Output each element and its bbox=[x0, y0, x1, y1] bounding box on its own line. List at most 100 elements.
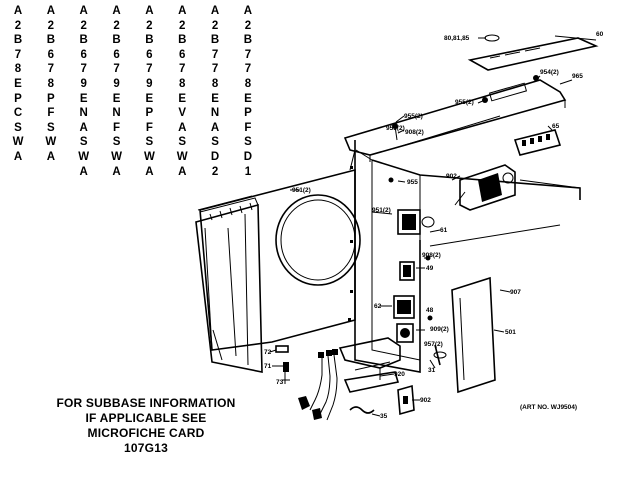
model-char: 8 bbox=[211, 77, 219, 90]
model-char: 7 bbox=[244, 63, 252, 76]
model-char: P bbox=[244, 107, 252, 120]
callout-label: 72 bbox=[264, 349, 272, 356]
model-char: A bbox=[210, 121, 220, 134]
leader-lines bbox=[269, 35, 597, 417]
top-cover-plate bbox=[467, 34, 599, 71]
model-char: 2 bbox=[211, 165, 219, 178]
model-char: 6 bbox=[47, 48, 55, 61]
callout-label: 955(2) bbox=[386, 125, 405, 132]
callout-label: 955 bbox=[407, 179, 418, 186]
model-char: 9 bbox=[80, 77, 87, 90]
callout-label: 65 bbox=[552, 123, 560, 130]
model-char: 2 bbox=[113, 19, 120, 32]
model-char: E bbox=[211, 92, 219, 105]
model-char: S bbox=[244, 136, 252, 149]
model-char: S bbox=[211, 136, 219, 149]
thermostat-module bbox=[397, 209, 435, 235]
callout-label: 908(2) bbox=[405, 129, 424, 136]
model-char: 7 bbox=[244, 48, 252, 61]
callouts: 80,81,85 60 954(2) 965 955(2) 955(2) 955… bbox=[264, 31, 604, 420]
callout-label: 60 bbox=[596, 31, 604, 38]
callout-label: 965 bbox=[572, 73, 583, 80]
base-bracket bbox=[338, 337, 401, 393]
left-side-panel bbox=[195, 195, 263, 373]
model-char: 6 bbox=[179, 48, 186, 61]
model-char: F bbox=[113, 121, 121, 134]
model-char: 2 bbox=[146, 19, 153, 32]
callout-label: 49 bbox=[426, 265, 434, 272]
model-char: A bbox=[13, 5, 23, 17]
model-char: A bbox=[178, 165, 187, 178]
model-char: 8 bbox=[14, 63, 22, 76]
callout-label: 902 bbox=[446, 173, 457, 180]
callout-label: 951(2) bbox=[372, 207, 391, 214]
model-char: 9 bbox=[146, 77, 153, 90]
callout-label: 955(2) bbox=[455, 99, 474, 106]
model-char: N bbox=[112, 107, 121, 120]
callout-label: 71 bbox=[264, 363, 272, 370]
model-char: A bbox=[112, 5, 121, 17]
model-char: S bbox=[178, 136, 187, 149]
callout-label: 954(2) bbox=[540, 69, 559, 76]
model-char: E bbox=[244, 92, 252, 105]
fan-shroud bbox=[199, 149, 361, 351]
access-door-panel bbox=[451, 276, 496, 394]
model-char: 9 bbox=[113, 77, 120, 90]
model-char: S bbox=[145, 136, 154, 149]
model-char: B bbox=[178, 34, 187, 47]
callout-label: 61 bbox=[440, 227, 448, 234]
model-char: 7 bbox=[47, 63, 55, 76]
model-char: E bbox=[14, 77, 22, 90]
subbase-note-line-4: 107G13 bbox=[124, 441, 168, 455]
model-char: A bbox=[243, 5, 253, 17]
model-char: C bbox=[13, 107, 23, 120]
callout-label: 909(2) bbox=[430, 326, 449, 333]
model-char: D bbox=[210, 150, 220, 163]
model-char: P bbox=[47, 92, 55, 105]
callout-label: 48 bbox=[426, 307, 434, 314]
model-char: B bbox=[112, 34, 121, 47]
callout-label: 80,81,85 bbox=[444, 35, 470, 42]
callout-label: 35 bbox=[380, 413, 388, 420]
model-char: 2 bbox=[80, 19, 87, 32]
model-char: 8 bbox=[47, 77, 55, 90]
model-char: 2 bbox=[14, 19, 22, 32]
model-char: S bbox=[14, 121, 22, 134]
callout-label: 501 bbox=[505, 329, 516, 336]
subbase-note-line-2: IF APPLICABLE SEE bbox=[85, 411, 207, 425]
model-char: 7 bbox=[113, 63, 120, 76]
main-housing-panel bbox=[354, 140, 581, 373]
model-char: 7 bbox=[211, 48, 219, 61]
model-char: 7 bbox=[179, 63, 186, 76]
model-char: A bbox=[79, 5, 88, 17]
model-char: 7 bbox=[146, 63, 153, 76]
model-char: A bbox=[46, 5, 55, 17]
model-char: P bbox=[145, 107, 154, 120]
model-char: B bbox=[46, 34, 55, 47]
callout-label: 62 bbox=[374, 303, 382, 310]
model-char: E bbox=[178, 92, 187, 105]
model-char: 2 bbox=[211, 19, 219, 32]
callout-label: 955(2) bbox=[404, 113, 423, 120]
model-char: N bbox=[210, 107, 220, 120]
model-char: A bbox=[79, 121, 88, 134]
model-char: W bbox=[12, 136, 24, 149]
model-char: S bbox=[79, 136, 88, 149]
model-char: E bbox=[112, 92, 121, 105]
model-char: A bbox=[178, 5, 187, 17]
model-char: 8 bbox=[179, 77, 186, 90]
loose-parts bbox=[275, 345, 289, 384]
subbase-note-line-3: MICROFICHE CARD bbox=[87, 426, 205, 440]
model-char: 1 bbox=[244, 165, 252, 178]
model-char: A bbox=[145, 165, 154, 178]
control-panel-plate bbox=[343, 79, 567, 162]
model-char: S bbox=[112, 136, 121, 149]
callout-label: 902 bbox=[420, 397, 431, 404]
model-char: 2 bbox=[47, 19, 55, 32]
model-char: A bbox=[79, 165, 88, 178]
